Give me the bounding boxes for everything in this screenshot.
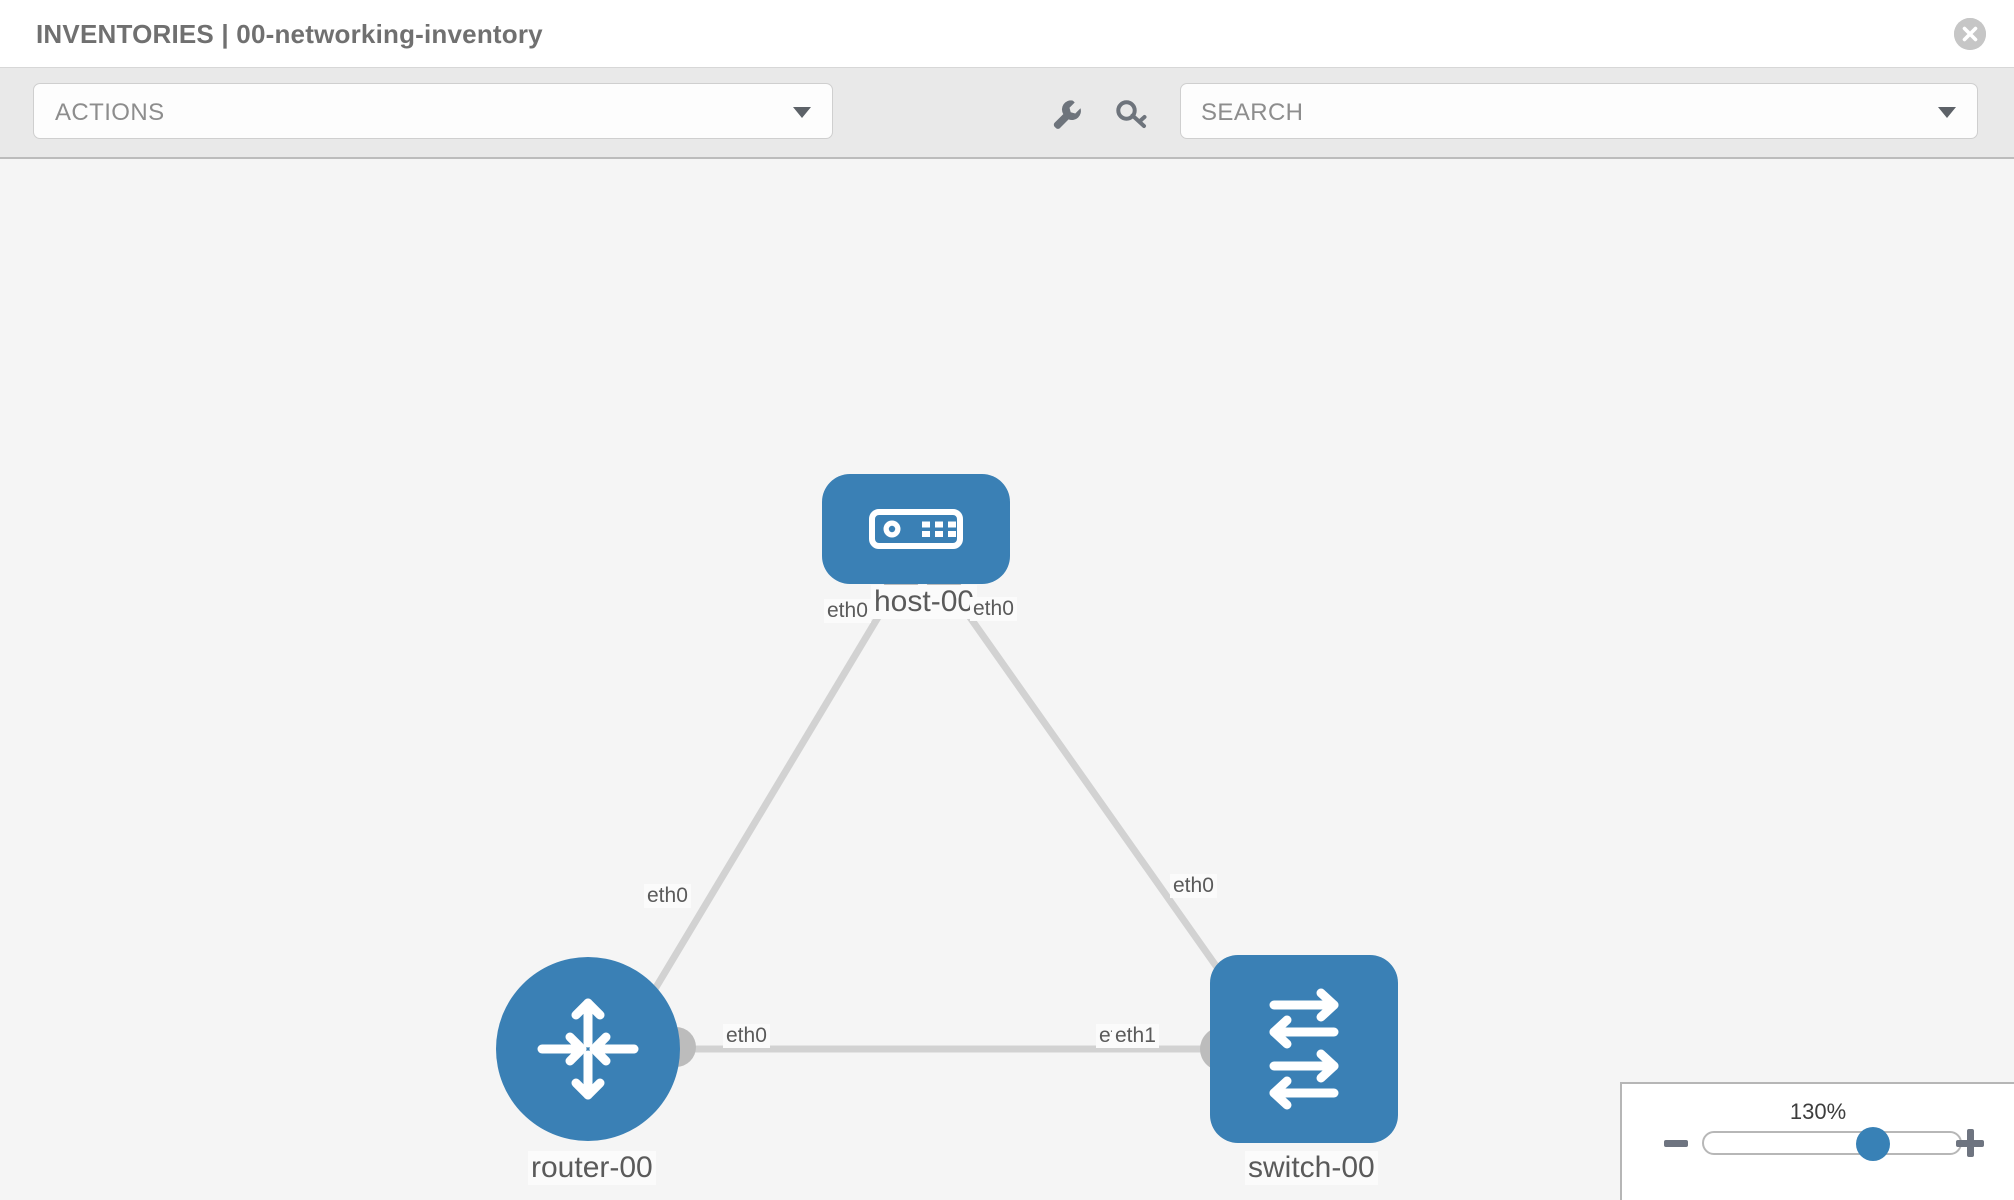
actions-dropdown-label: ACTIONS [55, 99, 165, 126]
node-label-host-00: host-00 [871, 585, 978, 619]
link-endpoints [656, 575, 1254, 1071]
plus-icon[interactable] [1956, 1129, 1984, 1157]
search-placeholder: SEARCH [1201, 99, 1304, 126]
search-input[interactable]: SEARCH [1180, 83, 1978, 139]
page-title: INVENTORIES | 00-networking-inventory [36, 19, 543, 49]
toolbar: ACTIONS SEARCH [0, 68, 2014, 159]
iface-label-host00-eth0-right: eth0 [970, 597, 1017, 622]
topology-graph [496, 474, 1398, 1143]
iface-label-switch00-eth0-uplink: eth0 [1170, 874, 1217, 899]
link-host00-switch00 [946, 585, 1249, 1011]
topology-canvas[interactable]: host-00 router-00 switch-00 eth0 eth0 et… [0, 159, 2014, 1200]
link-host00-router00 [636, 585, 899, 1018]
key-icon[interactable] [1113, 95, 1151, 133]
node-router-00[interactable] [496, 957, 680, 1141]
zoom-slider-thumb[interactable] [1856, 1127, 1890, 1161]
zoom-slider[interactable] [1702, 1127, 1962, 1161]
actions-dropdown[interactable]: ACTIONS [33, 83, 833, 139]
iface-label-switch00-eth1: eth1 [1112, 1024, 1159, 1049]
link-lines [636, 585, 1249, 1053]
iface-label-router00-eth0: eth0 [723, 1024, 770, 1049]
minus-icon[interactable] [1664, 1140, 1688, 1147]
node-switch-00[interactable] [1210, 955, 1398, 1143]
chevron-down-icon[interactable] [1938, 107, 1956, 118]
iface-label-router00-eth0-uplink: eth0 [644, 884, 691, 909]
zoom-control-panel: 130% [1620, 1082, 2014, 1200]
close-icon[interactable] [1954, 18, 1986, 50]
zoom-level-value: 130% [1789, 1099, 1847, 1124]
node-host-00[interactable] [822, 474, 1010, 584]
wrench-icon[interactable] [1047, 95, 1085, 133]
page-header: INVENTORIES | 00-networking-inventory [0, 0, 2014, 68]
node-label-switch-00: switch-00 [1245, 1151, 1378, 1185]
iface-label-host00-eth0-left: eth0 [824, 599, 871, 624]
chevron-down-icon [793, 107, 811, 118]
node-label-router-00: router-00 [528, 1151, 656, 1185]
